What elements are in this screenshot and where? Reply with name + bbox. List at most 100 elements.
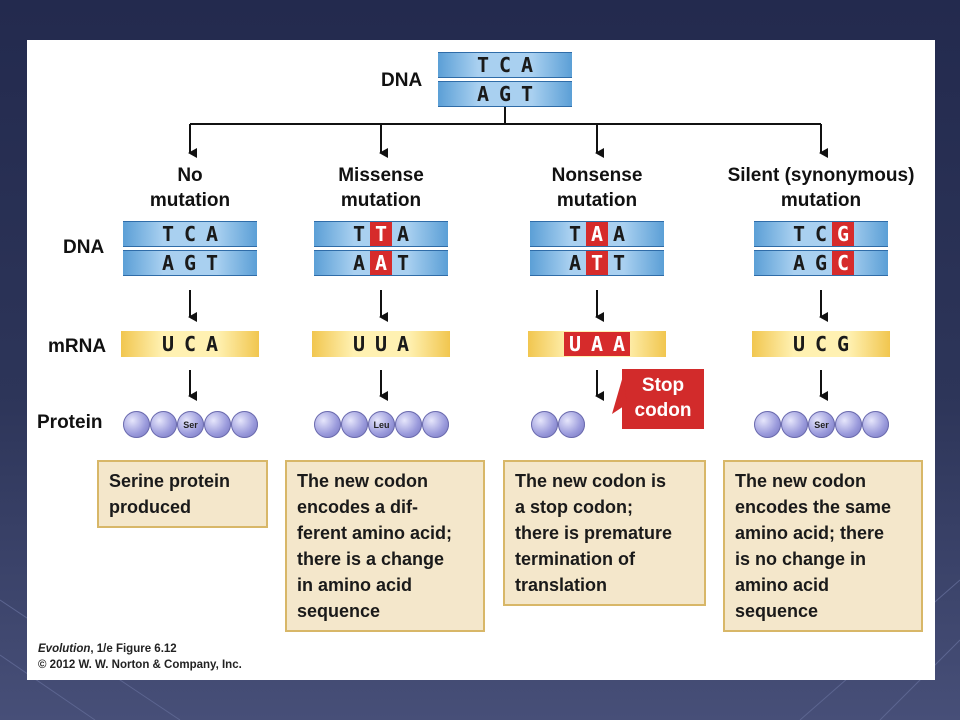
dna-strand-1-base: T [792, 222, 806, 246]
mrna-strand-base-mutated: A [586, 332, 608, 356]
explanation-line: The new codon [297, 471, 429, 491]
amino-acid-bead [422, 411, 449, 438]
dna-strand-1-base-mutated: G [832, 222, 854, 246]
column-title-line: Silent (synonymous) [727, 165, 915, 186]
explanation-line: amino acid; there [735, 523, 885, 543]
amino-acid-bead [231, 411, 258, 438]
mrna-row-label: mRNA [48, 336, 107, 357]
explanation-line: encodes a dif- [297, 497, 419, 517]
column-title: Missense mutation [261, 163, 501, 213]
credit-copyright: © 2012 W. W. Norton & Company, Inc. [38, 659, 242, 671]
amino-acid-bead [558, 411, 585, 438]
mrna-strand-base-mutated: U [564, 332, 586, 356]
explanation-line: in amino acid [297, 575, 413, 595]
column-title: Silent (synonymous) mutation [701, 163, 941, 213]
dna-strand-2-base: T [612, 251, 626, 275]
explanation-line: produced [109, 497, 192, 517]
dna-strand-1-base: A [612, 222, 626, 246]
credit-title: Evolution [38, 643, 91, 655]
dna-strand-2-base-mutated: A [370, 251, 392, 275]
amino-acid-bead [395, 411, 422, 438]
branch-arrows [188, 107, 828, 401]
dna-strand-1-base: A [396, 222, 410, 246]
column-title-line: No [177, 165, 203, 186]
amino-acid-bead-labeled: Ser [808, 411, 835, 438]
stop-codon-line1: Stop [641, 375, 685, 396]
top-dna-strand-1-base: A [520, 53, 534, 77]
dna-strand-1-base: A [205, 222, 219, 246]
dna-strand-1-base-mutated: A [586, 222, 608, 246]
explanation-box: Serine protein produced [97, 460, 268, 528]
amino-acid-bead [150, 411, 177, 438]
top-dna-strand-2-base: G [498, 82, 512, 106]
amino-acid-bead [204, 411, 231, 438]
dna-strand-2-base: A [792, 251, 806, 275]
amino-acid-bead-labeled: Ser [177, 411, 204, 438]
top-dna-strand-1-base: T [476, 53, 490, 77]
mrna-strand-base: U [374, 332, 388, 356]
amino-acid-bead [835, 411, 862, 438]
dna-strand-2-base: A [352, 251, 366, 275]
explanation-line: there is premature [515, 523, 673, 543]
explanation-line: Serine protein [109, 471, 231, 491]
mrna-strand-base: G [836, 332, 850, 356]
explanation-line: ferent amino acid; [297, 523, 453, 543]
amino-acid-bead [862, 411, 889, 438]
column-title-line: mutation [340, 190, 422, 211]
dna-label-top: DNA [381, 70, 423, 91]
mrna-strand-base: C [814, 332, 828, 356]
stop-codon-line2: codon [634, 400, 692, 421]
explanation-line: encodes the same [735, 497, 892, 517]
dna-strand-2-base-mutated: T [586, 251, 608, 275]
mrna-strand-base: U [792, 332, 806, 356]
mrna-strand-base: A [205, 332, 219, 356]
dna-strand-1-base: T [568, 222, 582, 246]
explanation-line: The new codon is [515, 471, 667, 491]
top-dna-strand-1-base: C [498, 53, 512, 77]
explanation-line: sequence [735, 601, 819, 621]
figure-credit: Evolution, 1/e Figure 6.12 © 2012 W. W. … [38, 641, 242, 673]
dna-strand-2-base-mutated: C [832, 251, 854, 275]
dna-row-label: DNA [63, 237, 105, 258]
explanation-line: translation [515, 575, 608, 595]
column-title-line: Missense [338, 165, 424, 186]
explanation-line: is no change in [735, 549, 867, 569]
explanation-line: sequence [297, 601, 381, 621]
dna-strand-2-base: A [568, 251, 582, 275]
amino-acid-bead [314, 411, 341, 438]
dna-strand-2-base: T [205, 251, 219, 275]
dna-strand-1-base-mutated: T [370, 222, 392, 246]
amino-acid-bead [781, 411, 808, 438]
dna-strand-1-base: T [161, 222, 175, 246]
dna-strand-2-base: G [814, 251, 828, 275]
amino-acid-bead [341, 411, 368, 438]
explanation-line: amino acid [735, 575, 830, 595]
dna-strand-1-base: C [183, 222, 197, 246]
column-title-line: Nonsense [551, 165, 643, 186]
column-title-line: mutation [780, 190, 862, 211]
dna-strand-2-base: G [183, 251, 197, 275]
mrna-strand-base: U [352, 332, 366, 356]
credit-figure: , 1/e Figure 6.12 [90, 643, 177, 655]
mrna-strand-base: U [161, 332, 175, 356]
mrna-strand-base: A [396, 332, 410, 356]
amino-acid-bead-labeled: Leu [368, 411, 395, 438]
top-dna-strand-2-base: A [476, 82, 490, 106]
amino-acid-bead [123, 411, 150, 438]
